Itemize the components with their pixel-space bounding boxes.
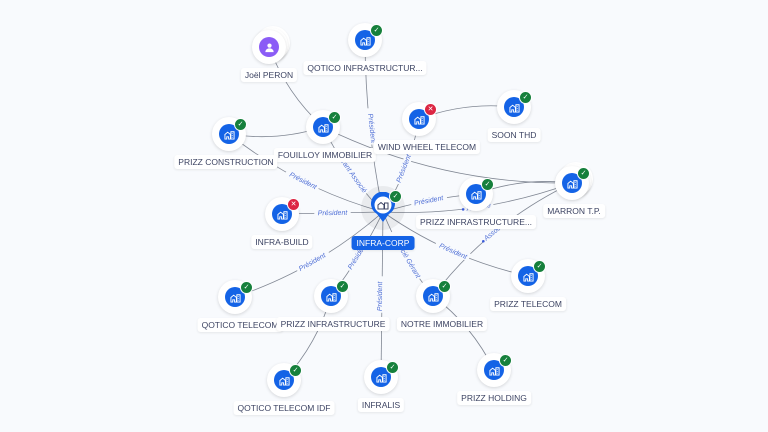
company-avatar xyxy=(423,286,443,306)
node-label: PRIZZ HOLDING xyxy=(457,391,531,405)
node-label: PRIZZ TELECOM xyxy=(490,297,566,311)
edge-label-bg xyxy=(434,239,471,262)
person-icon xyxy=(264,43,274,52)
check-icon: ✓ xyxy=(240,281,253,294)
building-icon xyxy=(317,123,329,133)
company-avatar xyxy=(313,117,333,137)
company-avatar xyxy=(371,367,391,387)
edge-line xyxy=(432,182,573,297)
building-icon xyxy=(278,376,290,386)
node-label: NOTRE IMMOBILIER xyxy=(396,317,488,331)
building-icon xyxy=(488,366,500,376)
company-avatar xyxy=(484,360,504,380)
building-icon xyxy=(508,103,520,113)
node-label: PRIZZ INFRASTRUCTURE... xyxy=(416,215,536,229)
edge-label: Président xyxy=(414,195,445,208)
check-icon: ✓ xyxy=(519,91,532,104)
edge-label: Président xyxy=(438,243,469,262)
company-avatar xyxy=(355,30,375,50)
edge-prizz-construction-infra-corp[interactable]: Président xyxy=(228,133,384,213)
building-icon xyxy=(375,373,387,383)
building-icon xyxy=(413,115,425,125)
check-icon: ✓ xyxy=(389,190,402,203)
edge-label-bg xyxy=(394,148,416,186)
edge-line xyxy=(228,133,384,213)
node-label: INFRA-BUILD xyxy=(251,235,313,249)
node-label: QOTICO INFRASTRUCTUR... xyxy=(303,61,427,75)
edge-label-bg xyxy=(314,207,351,217)
node-label: Joël PERON xyxy=(240,68,298,82)
company-avatar xyxy=(225,287,245,307)
building-icon xyxy=(229,293,241,303)
check-icon: ✓ xyxy=(577,167,590,180)
edge-line xyxy=(322,126,573,184)
check-icon: ✓ xyxy=(499,354,512,367)
edge-arrow-icon xyxy=(461,208,465,211)
node-label: FOUILLOY IMMOBILIER xyxy=(273,148,377,162)
company-avatar xyxy=(504,97,524,117)
node-label: MARRON T.P. xyxy=(543,204,605,218)
node-label: QOTICO TELECOM IDF xyxy=(233,401,335,415)
edge-infralis-infra-corp[interactable]: Président xyxy=(376,211,386,378)
edge-label-bg xyxy=(410,192,448,208)
company-avatar xyxy=(518,266,538,286)
check-icon: ✓ xyxy=(438,280,451,293)
check-icon: ✓ xyxy=(336,280,349,293)
company-avatar xyxy=(562,173,582,193)
edge-label-bg xyxy=(376,276,386,313)
company-avatar xyxy=(409,109,429,129)
check-icon: ✓ xyxy=(533,260,546,273)
node-label: PRIZZ INFRASTRUCTURE xyxy=(276,317,390,331)
check-icon: ✓ xyxy=(328,111,341,124)
node-label: INFRA-CORP xyxy=(351,236,415,250)
check-icon: ✓ xyxy=(370,24,383,37)
edge-label-bg xyxy=(294,248,331,274)
company-avatar xyxy=(272,204,292,224)
company-avatar xyxy=(321,286,341,306)
node-label: PRIZZ CONSTRUCTION xyxy=(174,155,278,169)
edge-arrow-icon xyxy=(482,239,485,243)
edge-label: Président xyxy=(366,113,376,144)
check-icon: ✓ xyxy=(386,361,399,374)
check-icon: ✓ xyxy=(481,178,494,191)
building-icon xyxy=(522,272,534,282)
close-icon: ✕ xyxy=(287,198,300,211)
company-avatar xyxy=(466,184,486,204)
building-icon xyxy=(359,36,371,46)
building-icon xyxy=(566,179,578,189)
building-icon xyxy=(223,130,235,140)
node-label: WIND WHEEL TELECOM xyxy=(373,140,481,154)
close-icon: ✕ xyxy=(424,103,437,116)
edge-label: Président xyxy=(318,210,349,218)
node-label: QOTICO TELECOM xyxy=(197,318,283,332)
node-label: INFRALIS xyxy=(357,398,405,412)
building-icon xyxy=(470,190,482,200)
company-avatar xyxy=(219,124,239,144)
edge-label: Président xyxy=(298,252,328,273)
edge-marron-tp-notre-immobilier[interactable]: Associé xyxy=(432,182,573,297)
node-label: SOON THD xyxy=(487,128,541,142)
check-icon: ✓ xyxy=(234,118,247,131)
edge-label-bg xyxy=(364,107,377,145)
building-icon xyxy=(427,292,439,302)
building-icon xyxy=(325,292,337,302)
company-avatar xyxy=(274,370,294,390)
edge-label-bg xyxy=(284,168,321,192)
check-icon: ✓ xyxy=(289,364,302,377)
edge-qotico-infrastructur-infra-corp[interactable]: Président xyxy=(364,39,384,213)
edge-label: Président xyxy=(377,281,384,312)
person-avatar xyxy=(259,37,279,57)
edge-fouilloy-immobilier-marron-tp[interactable] xyxy=(322,126,573,184)
building-icon xyxy=(276,210,288,220)
map-pin-icon xyxy=(371,192,395,222)
